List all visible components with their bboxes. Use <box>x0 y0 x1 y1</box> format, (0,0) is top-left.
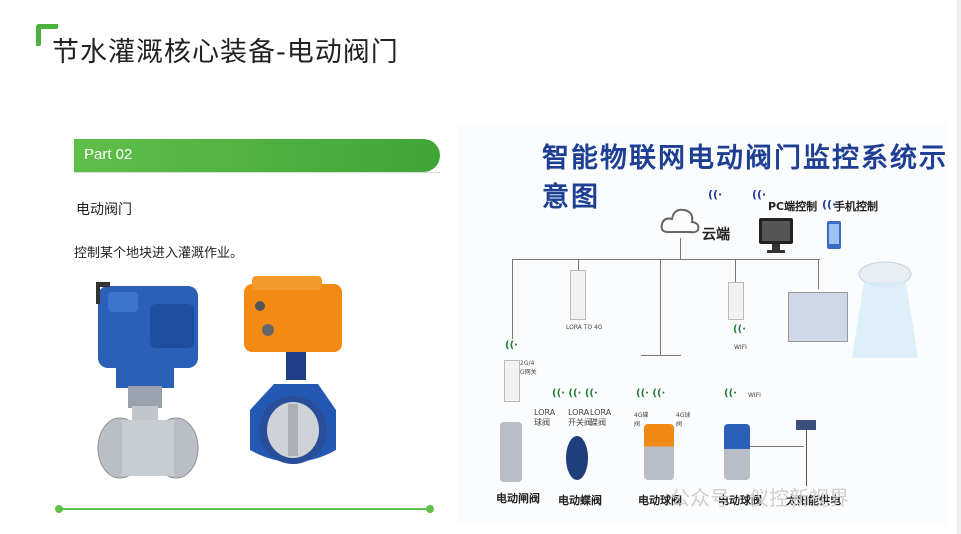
divider-dot-left <box>55 505 63 513</box>
solar-panel-icon <box>796 420 816 430</box>
lora-gateway-device <box>570 270 586 320</box>
orange-electric-butterfly-valve-image <box>244 276 342 464</box>
wifi-label-a: WIFI <box>734 344 747 351</box>
page-title: 节水灌溉核心装备-电动阀门 <box>52 37 399 68</box>
connector <box>818 259 819 289</box>
4g-label-b: 4G球 阀 <box>676 412 691 428</box>
label-ball-valve-1: 电动球阀 <box>638 494 682 507</box>
corner-bracket-icon <box>36 24 58 46</box>
divider-dot-right <box>426 505 434 513</box>
gateway-label: 2G/4 G网关 <box>520 360 537 376</box>
signal-icon: ((· ((· <box>636 388 666 399</box>
pc-control-label: PC端控制 <box>768 200 818 213</box>
ball-valve-icon <box>644 424 674 480</box>
phone-icon <box>827 221 841 249</box>
control-room-image <box>788 292 848 342</box>
lora-label-1: LORA 球阀 <box>534 408 556 427</box>
connector <box>735 259 736 283</box>
2g4g-gateway-device <box>504 360 520 402</box>
connector <box>578 259 579 271</box>
butterfly-valve-icon <box>566 436 588 480</box>
monitor-icon <box>759 218 793 253</box>
connector <box>660 259 661 355</box>
signal-icon: ((· ((· ((· <box>552 388 598 399</box>
wifi-icon: ((· <box>822 198 837 211</box>
lora4g-label: LORA TO 4G <box>566 324 603 331</box>
connector <box>641 355 681 356</box>
cloud-label: 云端 <box>702 227 730 243</box>
blue-electric-gate-valve-image <box>96 282 199 479</box>
wifi-label-b: WIFI <box>748 392 761 399</box>
connector <box>680 238 681 259</box>
label-ball-valve-2: 电动球阀 <box>718 494 762 507</box>
solar-pole-icon <box>806 424 807 486</box>
label-gate-valve: 电动闸阀 <box>496 492 540 505</box>
sprinkler-light-image <box>852 261 918 358</box>
wifi-icon: ((· <box>752 188 767 201</box>
section-description: 控制某个地块进入灌溉作业。 <box>74 246 244 261</box>
wifi-gateway-device <box>728 282 744 320</box>
signal-icon: ((· <box>505 340 518 351</box>
4g-label-a: 4G碟 阀 <box>634 412 649 428</box>
lora-label-2: LORA 开关阀 <box>568 408 592 427</box>
cloud-icon <box>660 208 700 234</box>
connector <box>750 446 804 447</box>
divider <box>74 172 440 173</box>
bus-line <box>512 259 820 260</box>
signal-icon: ((· <box>724 388 737 399</box>
section-subheading: 电动阀门 <box>76 202 132 218</box>
part-label: Part 02 <box>84 146 133 163</box>
label-solar-power: 太阳能供电 <box>786 494 841 507</box>
lora-label-3: LORA 碟阀 <box>590 408 612 427</box>
connector <box>512 259 513 339</box>
diagram-title: 智能物联网电动阀门监控系统示意图 <box>542 143 948 213</box>
label-butterfly-valve: 电动蝶阀 <box>558 494 602 507</box>
wifi-icon: ((· <box>708 188 723 201</box>
ball-valve-icon <box>724 424 750 480</box>
gate-valve-icon <box>500 422 522 482</box>
bottom-divider <box>58 508 430 510</box>
mobile-control-label: 手机控制 <box>834 200 878 213</box>
watermark: 公众号 · 仪控新视界 <box>670 486 850 510</box>
signal-icon: ((· <box>733 324 746 335</box>
part-banner: Part 02 <box>74 139 440 172</box>
right-edge-bar <box>957 0 961 534</box>
